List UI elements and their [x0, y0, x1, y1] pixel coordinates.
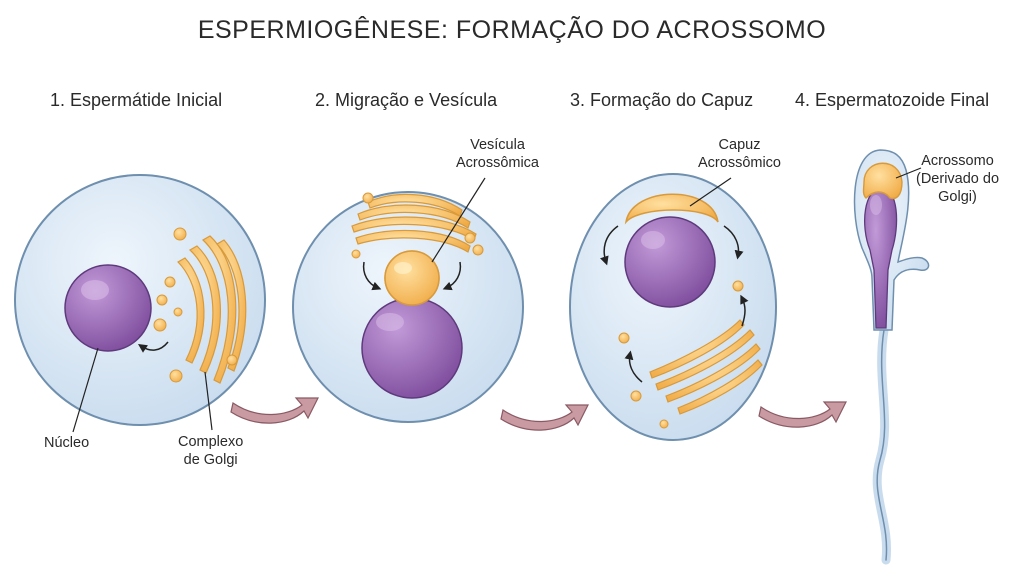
diagram-title: ESPERMIOGÊNESE: FORMAÇÃO DO ACROSSOMO — [197, 16, 827, 44]
label-acrosome-line3: Golgi) — [938, 189, 977, 205]
stage-4-sperm — [853, 149, 930, 565]
label-golgi-line2: de Golgi — [183, 452, 238, 468]
label-nucleus: Núcleo — [44, 435, 90, 451]
stage-arrow-2 — [500, 404, 589, 431]
label-golgi: Complexo de Golgi — [178, 433, 243, 469]
label-acrosomal-vesicle: Vesícula Acrossômica — [456, 136, 539, 172]
acrosomal-cap — [624, 193, 719, 225]
label-vesicle-line2: Acrossômica — [456, 155, 539, 171]
golgi-complex-3 — [649, 319, 763, 415]
nucleus-1 — [64, 264, 152, 352]
label-acrosome: Acrossomo (Derivado do Golgi) — [916, 152, 999, 206]
label-cap-line2: Acrossômico — [698, 155, 781, 171]
stage-2-cell — [292, 177, 524, 423]
golgi-vesicles-1 — [153, 227, 238, 383]
stage-1-cell — [14, 174, 266, 433]
nucleus-3 — [624, 216, 716, 308]
label-golgi-line1: Complexo — [178, 434, 244, 450]
stage-1-title: 1. Espermátide Inicial — [50, 90, 223, 110]
stage-2-title: 2. Migração e Vesícula — [315, 90, 498, 110]
stage-arrow-3 — [758, 401, 847, 428]
label-cap-line1: Capuz — [718, 137, 761, 153]
nucleus-2 — [361, 297, 463, 399]
sperm-nucleus — [864, 187, 898, 329]
acrosome — [862, 162, 903, 200]
label-acrosome-line2: (Derivado do — [916, 171, 1000, 187]
golgi-vesicles-3 — [618, 280, 744, 429]
label-vesicle-line1: Vesícula — [470, 137, 525, 153]
golgi-complex-2 — [351, 193, 477, 253]
stage-4-title: 4. Espermatozoide Final — [795, 90, 990, 110]
label-acrosome-line1: Acrossomo — [921, 153, 994, 169]
stage-arrow-1 — [230, 397, 319, 424]
label-acrosomal-cap: Capuz Acrossômico — [698, 136, 781, 172]
golgi-vesicles-2 — [351, 192, 484, 259]
stage-3-cell — [569, 173, 777, 441]
golgi-complex-1 — [177, 235, 247, 384]
stage-3-title: 3. Formação do Capuz — [570, 90, 754, 110]
